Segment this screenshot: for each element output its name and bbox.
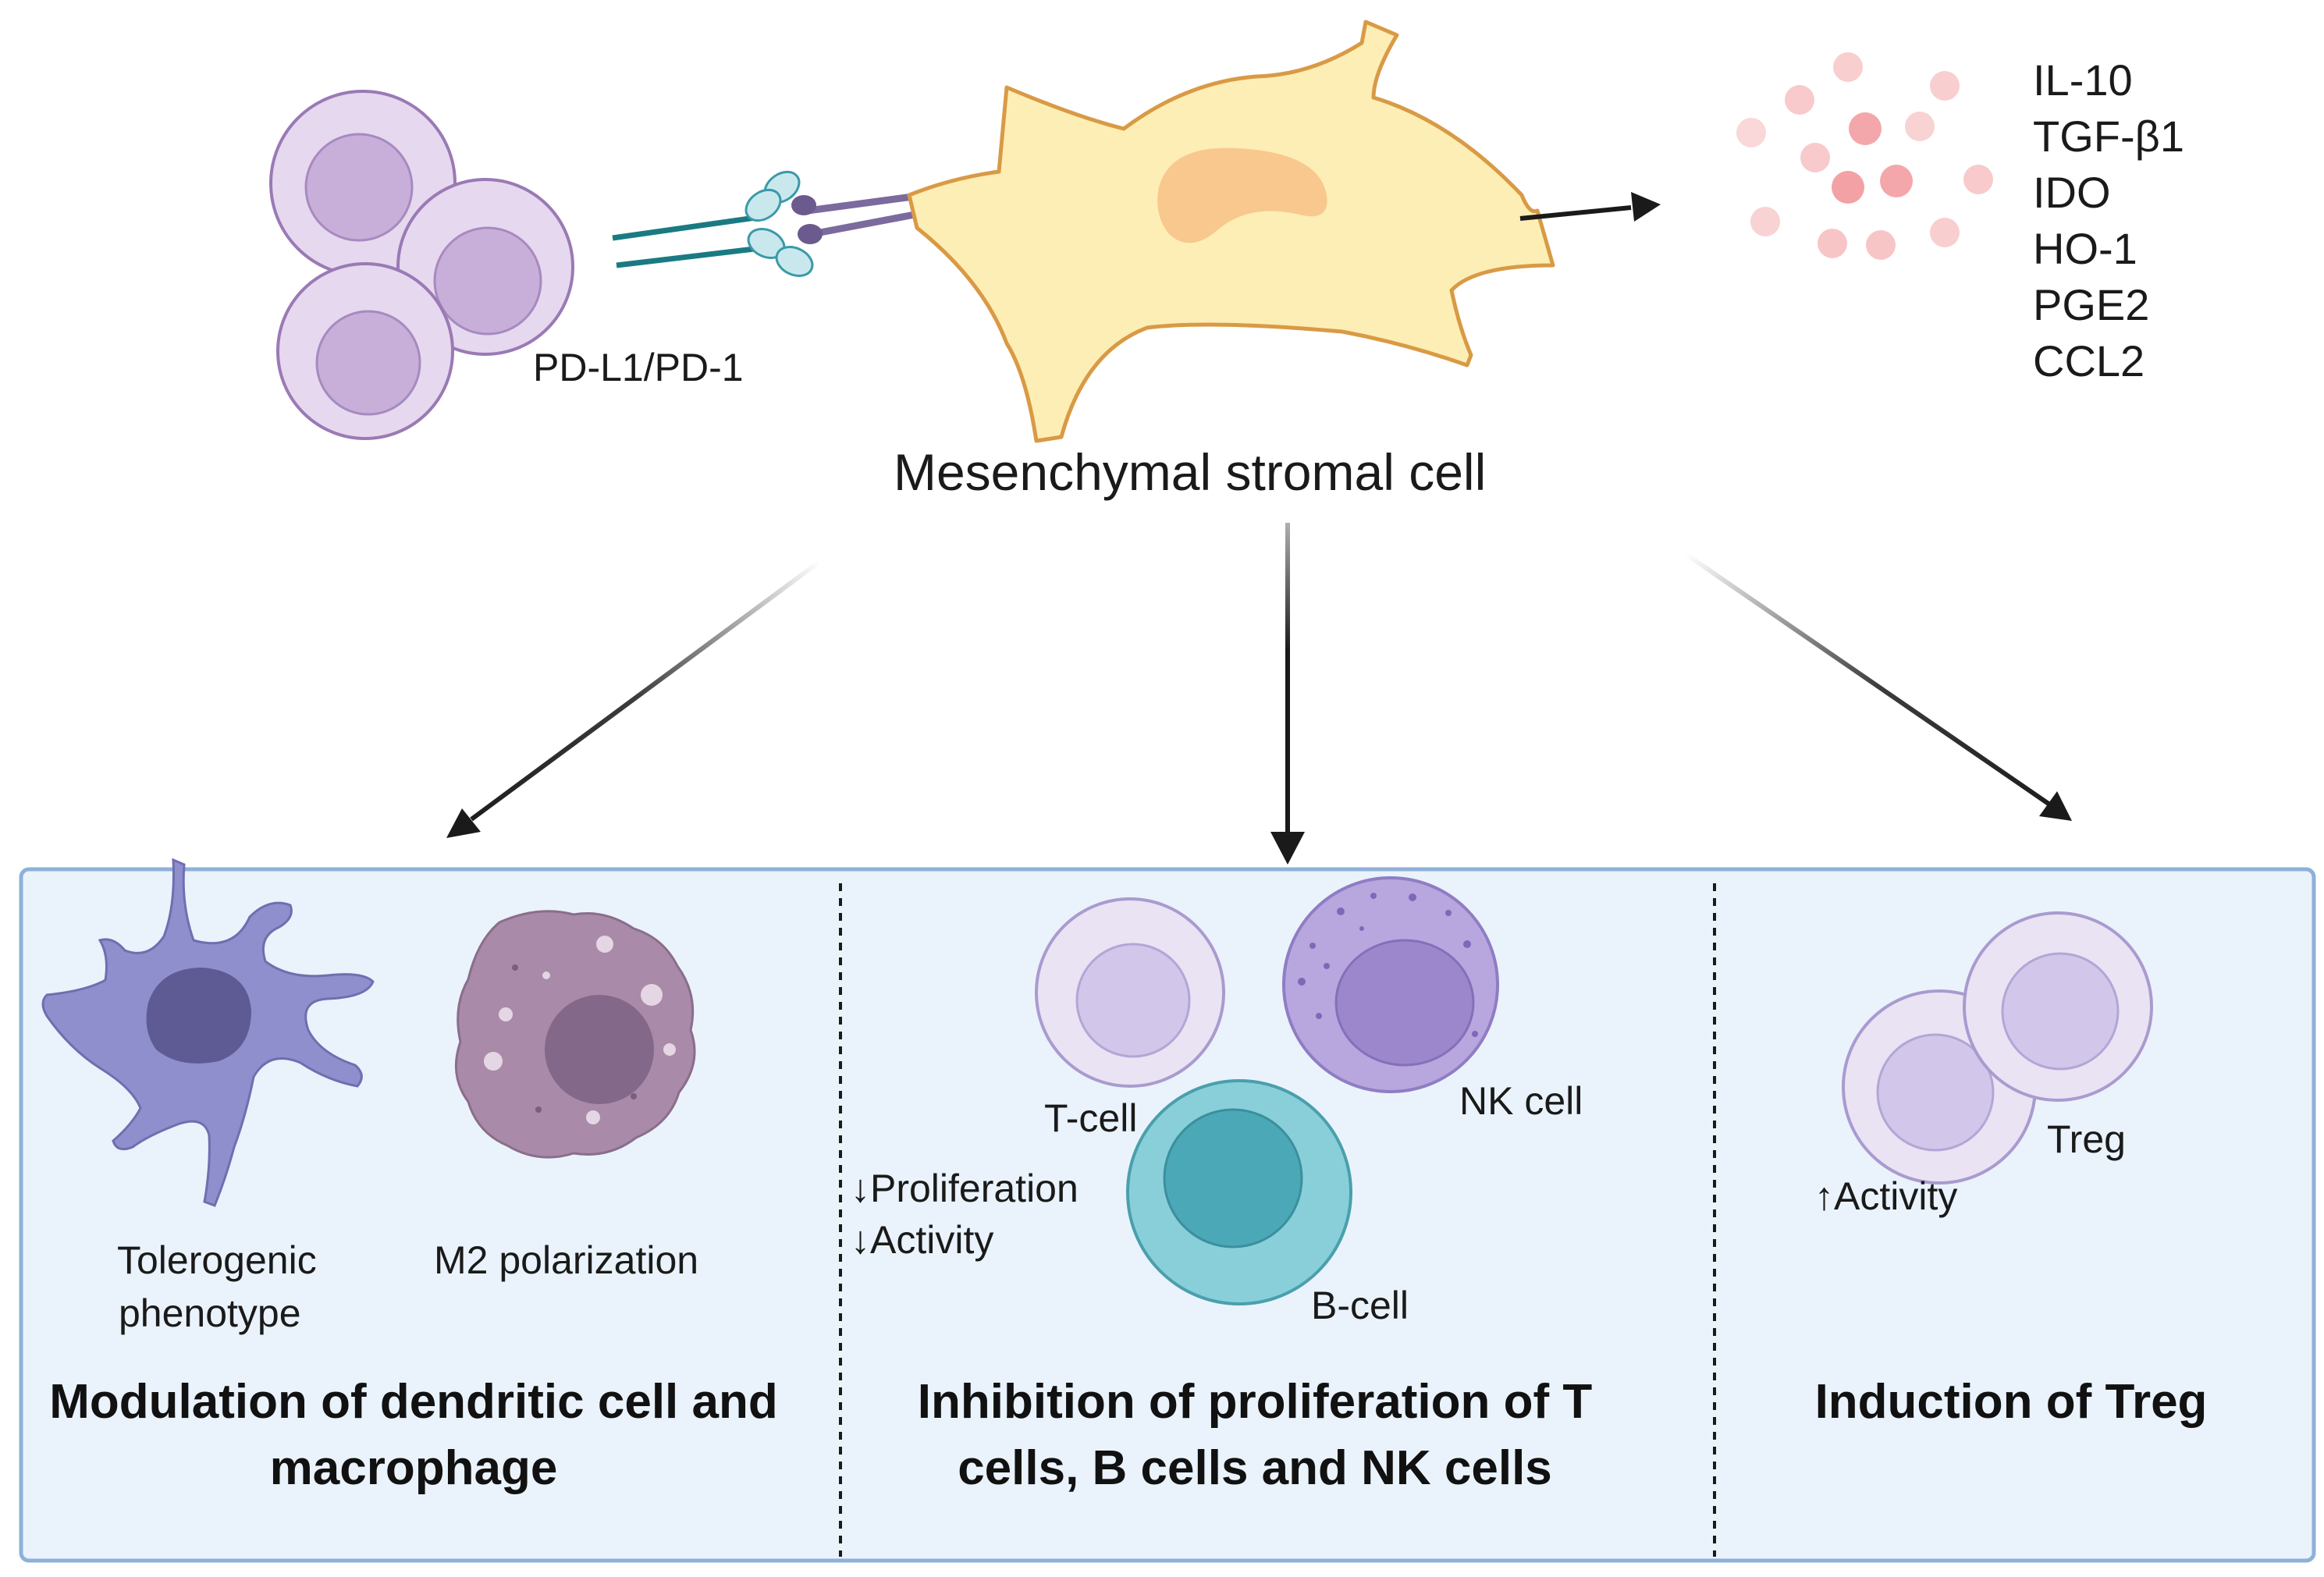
section-title-line1: Inhibition of proliferation of T bbox=[918, 1375, 1593, 1429]
section-title-line1: Modulation of dendritic cell and bbox=[49, 1375, 777, 1429]
secreted-factor-dots bbox=[1736, 52, 1993, 260]
factor-list: IL-10 TGF-β1 IDO HO-1 PGE2 CCL2 bbox=[2033, 55, 2184, 385]
receptor-label: PD-L1/PD-1 bbox=[533, 346, 744, 389]
lymphocyte-cell-3 bbox=[276, 262, 454, 440]
nk-cell bbox=[1282, 876, 1499, 1093]
b-cell bbox=[1126, 1079, 1352, 1305]
lymphocyte-cell-1 bbox=[269, 90, 457, 277]
dendritic-cell bbox=[41, 858, 375, 1207]
arrow-to-panel-1 bbox=[446, 559, 821, 838]
dc-label-line2: phenotype bbox=[119, 1291, 301, 1335]
factor-item: IL-10 bbox=[2033, 55, 2133, 105]
msc-cell bbox=[907, 20, 1555, 443]
factor-item: IDO bbox=[2033, 168, 2111, 217]
msc-label: Mesenchymal stromal cell bbox=[894, 443, 1486, 501]
section-treg: Treg ↑Activity Induction of Treg bbox=[1814, 911, 2208, 1429]
section-title-line2: macrophage bbox=[270, 1441, 558, 1495]
section-title: Induction of Treg bbox=[1815, 1375, 2208, 1429]
pd1-receptor-icon bbox=[612, 170, 814, 277]
macrophage-cell bbox=[454, 910, 696, 1159]
treg-activity-label: ↑Activity bbox=[1814, 1174, 1957, 1218]
lymphocyte-cluster bbox=[269, 90, 574, 440]
nk-cell-label: NK cell bbox=[1459, 1079, 1583, 1123]
macrophage-label: M2 polarization bbox=[434, 1238, 698, 1282]
section-dc-macrophage: Tolerogenic phenotype M2 polarization Mo… bbox=[41, 858, 778, 1495]
section-title-line2: cells, B cells and NK cells bbox=[958, 1441, 1552, 1495]
effect-activity-label: ↓Activity bbox=[851, 1218, 993, 1262]
factor-item: PGE2 bbox=[2033, 280, 2149, 329]
secretion-arrow bbox=[1519, 192, 1661, 222]
section-lymphocytes: T-cell NK cell B-cell ↓Proliferation ↓Ac… bbox=[851, 876, 1593, 1495]
treg-cell-2 bbox=[1963, 911, 2153, 1102]
factor-item: TGF-β1 bbox=[2033, 112, 2184, 161]
t-cell-label: T-cell bbox=[1044, 1096, 1137, 1140]
dc-label-line1: Tolerogenic bbox=[117, 1238, 317, 1282]
effect-proliferation-label: ↓Proliferation bbox=[851, 1167, 1078, 1210]
arrow-to-panel-3 bbox=[1684, 552, 2072, 821]
b-cell-label: B-cell bbox=[1311, 1284, 1409, 1327]
msc-nucleus bbox=[1157, 147, 1327, 243]
arrow-to-panel-2 bbox=[1270, 523, 1305, 865]
pdl1-ligand-icon bbox=[791, 193, 915, 244]
treg-label: Treg bbox=[2047, 1117, 2126, 1161]
factor-item: CCL2 bbox=[2033, 336, 2145, 385]
t-cell bbox=[1035, 897, 1225, 1088]
factor-item: HO-1 bbox=[2033, 224, 2137, 273]
